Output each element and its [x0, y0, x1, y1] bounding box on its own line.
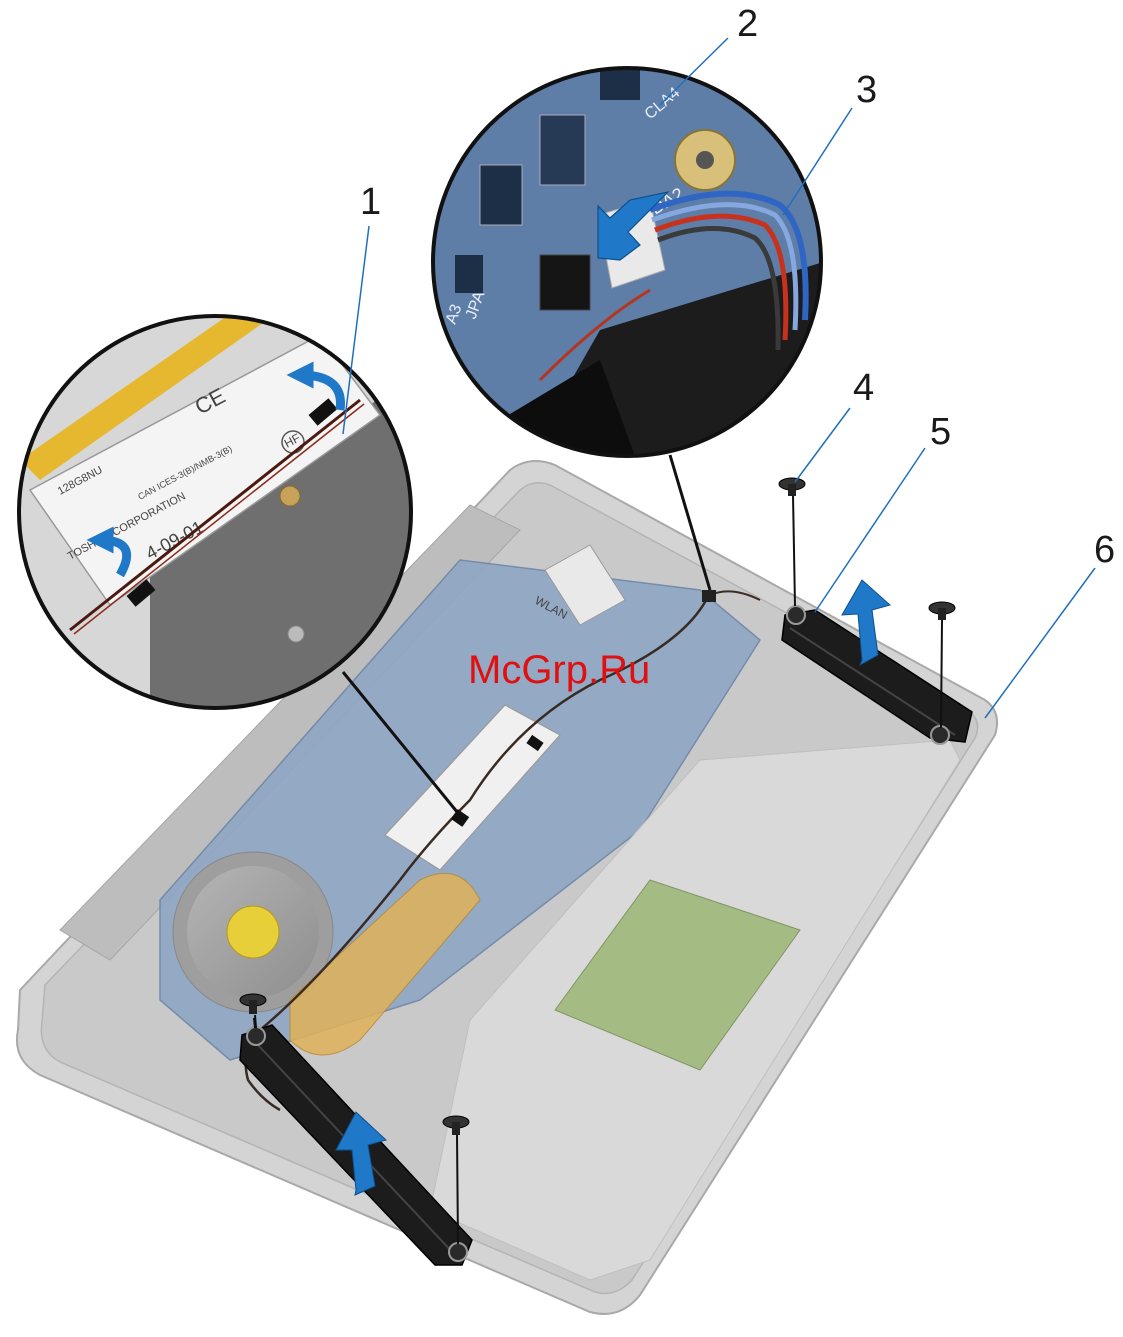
callout-4: 4 — [853, 367, 874, 409]
speaker-connector — [702, 590, 716, 602]
speaker-screw-hole — [247, 1027, 265, 1045]
connector-housing — [540, 255, 590, 310]
callout-1: 1 — [360, 181, 381, 223]
callout-3: 3 — [856, 69, 877, 111]
callout-line-6 — [985, 568, 1095, 718]
callout-6: 6 — [1094, 529, 1115, 571]
speaker-screw-hole — [449, 1243, 467, 1261]
callout-line-4 — [795, 408, 850, 482]
speaker-screw-hole — [931, 726, 949, 744]
magnifier-connector-detail: CLA4 DA2 JPA A3 — [430, 60, 830, 470]
callout-5: 5 — [930, 411, 951, 453]
callout-2: 2 — [737, 3, 758, 45]
screw-icon — [779, 478, 805, 606]
watermark-text: McGrp.Ru — [468, 648, 650, 692]
speaker-screw-hole — [787, 606, 805, 624]
